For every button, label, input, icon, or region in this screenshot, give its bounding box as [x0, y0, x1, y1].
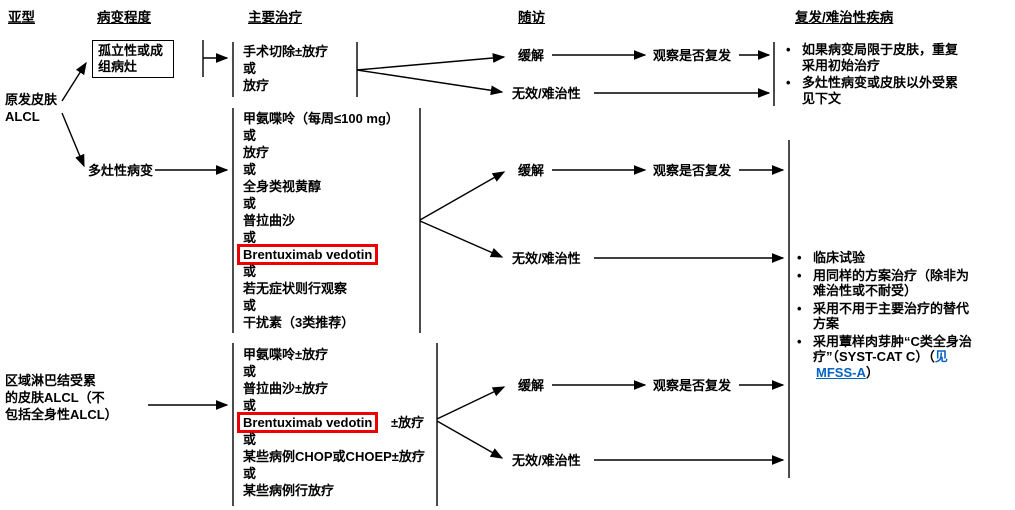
or-connector: 或: [243, 432, 257, 447]
treatment-item: 某些病例CHOP或CHOEP±放疗: [243, 449, 425, 464]
bullet-dot: •: [797, 267, 802, 283]
treatment-item: 甲氨喋呤（每周≤100 mg）: [243, 111, 399, 126]
or-connector: 或: [243, 364, 257, 379]
treatment-item: 全身类视黄醇: [243, 179, 322, 194]
extent-multifocal-label: 多灶性病变: [88, 163, 154, 178]
relapse-bullet-text: 如果病变局限于皮肤，重复采用初始治疗: [802, 42, 959, 73]
relapse-bullet-text: 采用不用于主要治疗的替代方案: [813, 300, 970, 332]
bullet-dot: •: [786, 75, 791, 90]
mfss-a-link[interactable]: MFSS-A: [816, 364, 866, 380]
column-header-followup: 随访: [518, 10, 545, 25]
treatment-list-solitary: 手术切除±放疗 或 放疗: [243, 43, 328, 94]
relapse-skin-limited-list: • 如果病变局限于皮肤，重复采用初始治疗 • 多灶性病变或皮肤以外受累见下文: [786, 42, 986, 108]
subtype-regional-line1: 区域淋巴结受累: [5, 373, 97, 388]
or-connector: 或: [243, 230, 257, 245]
treatment-item: 若无症状则行观察: [243, 281, 348, 296]
treatment-item: Brentuximab vedotin: [237, 244, 399, 265]
relapse-bullet: • 多灶性病变或皮肤以外受累见下文: [786, 75, 986, 106]
relapse-options-list: • 临床试验 • 用同样的方案治疗（除非为难治性或不耐受） • 采用不用于主要治…: [797, 250, 997, 382]
treatment-list-multifocal: 甲氨喋呤（每周≤100 mg） 或 放疗 或 全身类视黄醇 或 普拉曲沙 或 B…: [237, 110, 399, 331]
relapse-bullet: • 临床试验: [797, 250, 997, 266]
brentuximab-highlight-box: Brentuximab vedotin: [237, 412, 379, 433]
relapse-bullet: • 采用蕈样肉芽肿“C类全身治疗”（SYST-CAT C）（见 MFSS-A）: [797, 334, 997, 381]
bullet-dot: •: [797, 333, 802, 349]
observe-relapse-label-2: 观察是否复发: [653, 163, 732, 178]
treatment-item: 普拉曲沙: [243, 213, 296, 228]
relapse-bullet-text: 采用蕈样肉芽肿“C类全身治疗”（SYST-CAT C）（见 MFSS-A）: [813, 334, 977, 381]
relapse-bullet-text: 临床试验: [813, 250, 866, 265]
or-connector: 或: [243, 128, 257, 143]
relapse-bullet-text: 多灶性病变或皮肤以外受累见下文: [802, 75, 959, 106]
bullet-dot: •: [797, 300, 802, 316]
treatment-item-suffix: ±放疗: [391, 415, 425, 430]
treatment-list-regional: 甲氨喋呤±放疗 或 普拉曲沙±放疗 或 Brentuximab vedotin …: [237, 346, 425, 499]
treatment-item: 放疗: [243, 78, 270, 93]
or-connector: 或: [243, 196, 257, 211]
relapse-bullet: • 如果病变局限于皮肤，重复采用初始治疗: [786, 42, 986, 73]
remission-label-3: 缓解: [518, 378, 545, 393]
treatment-item: 干扰素（3类推荐）: [243, 315, 355, 330]
or-connector: 或: [243, 264, 257, 279]
bullet-dot: •: [786, 42, 791, 57]
see-label: 见: [934, 349, 948, 364]
treatment-item: 甲氨喋呤±放疗: [243, 347, 329, 362]
subtype-primary-line1: 原发皮肤: [5, 92, 58, 107]
column-header-relapse: 复发/难治性疾病: [795, 10, 894, 25]
bullet4-prefix: 采用蕈样肉芽肿“C类全身治疗”（SYST-CAT C）（: [813, 333, 972, 365]
subtype-regional-line2: 的皮肤ALCL（不: [5, 390, 105, 405]
or-connector: 或: [243, 61, 257, 76]
or-connector: 或: [243, 466, 257, 481]
treatment-item: Brentuximab vedotin ±放疗: [237, 412, 425, 433]
bullet4-suffix: ）: [865, 364, 879, 380]
treatment-item: 某些病例行放疗: [243, 483, 335, 498]
subtype-primary-cutaneous-alcl: 原发皮肤 ALCL: [5, 91, 57, 125]
column-header-treatment: 主要治疗: [248, 10, 302, 25]
or-connector: 或: [243, 398, 257, 413]
refractory-label-1: 无效/难治性: [512, 86, 581, 101]
or-connector: 或: [243, 298, 257, 313]
treatment-item: 手术切除±放疗: [243, 44, 329, 59]
relapse-bullet-text: 用同样的方案治疗（除非为难治性或不耐受）: [813, 267, 970, 299]
bullet-dot: •: [797, 250, 802, 265]
relapse-bullet: • 用同样的方案治疗（除非为难治性或不耐受）: [797, 268, 997, 299]
observe-relapse-label-1: 观察是否复发: [653, 48, 732, 63]
subtype-primary-line2: ALCL: [5, 109, 40, 124]
remission-label-1: 缓解: [518, 48, 545, 63]
treatment-item: 普拉曲沙±放疗: [243, 381, 329, 396]
relapse-bullet: • 采用不用于主要治疗的替代方案: [797, 301, 997, 332]
remission-label-2: 缓解: [518, 163, 545, 178]
column-header-subtype: 亚型: [8, 10, 35, 25]
brentuximab-highlight-box: Brentuximab vedotin: [237, 244, 379, 265]
subtype-regional-line3: 包括全身性ALCL）: [5, 407, 118, 422]
refractory-label-2: 无效/难治性: [512, 251, 581, 266]
treatment-item: 放疗: [243, 145, 270, 160]
refractory-label-3: 无效/难治性: [512, 453, 581, 468]
column-header-extent: 病变程度: [97, 10, 151, 25]
subtype-regional-node-alcl: 区域淋巴结受累 的皮肤ALCL（不 包括全身性ALCL）: [5, 372, 118, 423]
or-connector: 或: [243, 162, 257, 177]
observe-relapse-label-3: 观察是否复发: [653, 378, 732, 393]
extent-solitary-grouped-box: 孤立性或成组病灶: [92, 40, 174, 78]
